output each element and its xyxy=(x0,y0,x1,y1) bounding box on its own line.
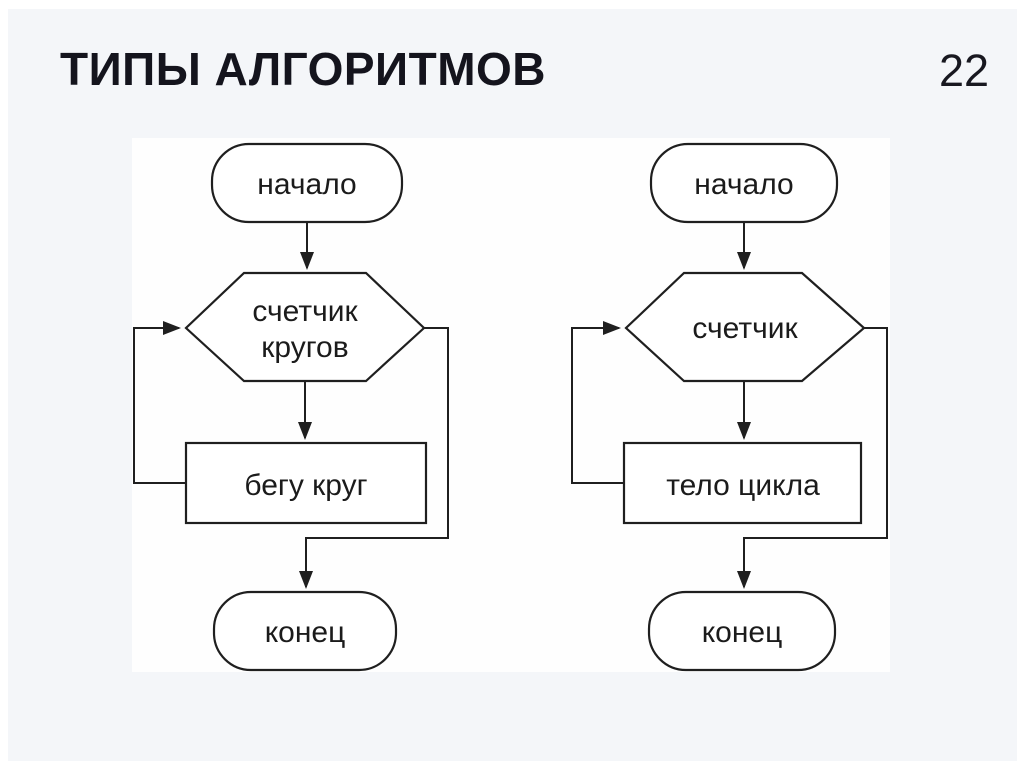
left-condition-label-line2: кругов xyxy=(261,331,348,364)
left-body-rectangle xyxy=(184,441,428,525)
left-end-label: конец xyxy=(265,616,346,649)
left-condition-hexagon xyxy=(184,271,426,383)
right-end-label: конец xyxy=(702,616,783,649)
right-start-terminator xyxy=(649,142,839,224)
flowchart-generic-loop: начало счетчик тело цикла конец xyxy=(571,142,888,672)
right-exit-line xyxy=(737,327,888,589)
left-condition-label-line1: счетчик xyxy=(252,295,358,328)
right-condition-label: счетчик xyxy=(692,312,798,345)
diagram-panel: начало счетчик кругов бегу круг конец на… xyxy=(132,138,890,672)
right-loopback-line xyxy=(571,321,624,484)
flowcharts-svg: начало счетчик кругов бегу круг конец на… xyxy=(133,142,888,672)
left-start-label: начало xyxy=(257,168,356,201)
right-start-label: начало xyxy=(694,168,793,201)
right-body-rectangle xyxy=(622,441,863,525)
left-body-label: бегу круг xyxy=(244,469,367,502)
page-number: 22 xyxy=(938,45,989,96)
left-exit-line xyxy=(299,327,449,589)
left-end-terminator xyxy=(212,590,398,672)
right-body-label: тело цикла xyxy=(666,469,820,502)
slide-title: ТИПЫ АЛГОРИТМОВ xyxy=(60,43,547,95)
left-loopback-line xyxy=(133,321,186,484)
slide: ТИПЫ АЛГОРИТМОВ 22 начало счетчик xyxy=(8,9,1017,761)
right-condition-hexagon xyxy=(624,271,866,383)
flowchart-counted-loop: начало счетчик кругов бегу круг конец xyxy=(133,142,449,672)
right-end-terminator xyxy=(647,590,837,672)
left-start-terminator xyxy=(210,142,404,224)
